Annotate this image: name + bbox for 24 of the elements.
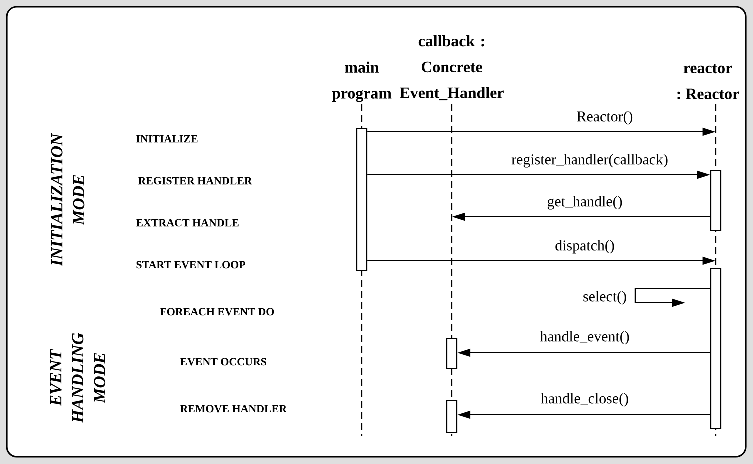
lifeline-header: callback : Concrete Event_Handler [400, 35, 504, 101]
mode-label: EVENT HANDLING MODE [50, 333, 106, 424]
step-label: FOREACH EVENT DO [160, 308, 274, 316]
activation-bar [356, 128, 368, 272]
message-label: dispatch() [556, 240, 614, 254]
step-label: REGISTER HANDLER [138, 177, 252, 185]
message-label: handle_close() [541, 393, 628, 407]
activation-bar [710, 268, 722, 430]
message-label: get_handle() [548, 196, 622, 210]
message-label: Reactor() [577, 111, 633, 125]
message-label: register_handler(callback) [512, 154, 668, 168]
activation-bar [446, 400, 458, 434]
lifeline-header: main program [332, 62, 392, 102]
mode-label: INITIALIZATION MODE [51, 133, 85, 266]
step-label: EXTRACT HANDLE [136, 219, 239, 227]
step-label: START EVENT LOOP [136, 261, 246, 269]
step-label: REMOVE HANDLER [180, 405, 288, 413]
lifeline-header: reactor : Reactor [678, 64, 740, 100]
step-label: INITIALIZE [136, 135, 198, 143]
step-label: EVENT OCCURS [180, 358, 266, 366]
message-label: handle_event() [540, 331, 630, 345]
message-label: select() [584, 291, 626, 305]
activation-bar [446, 338, 458, 370]
activation-bar [710, 170, 722, 232]
